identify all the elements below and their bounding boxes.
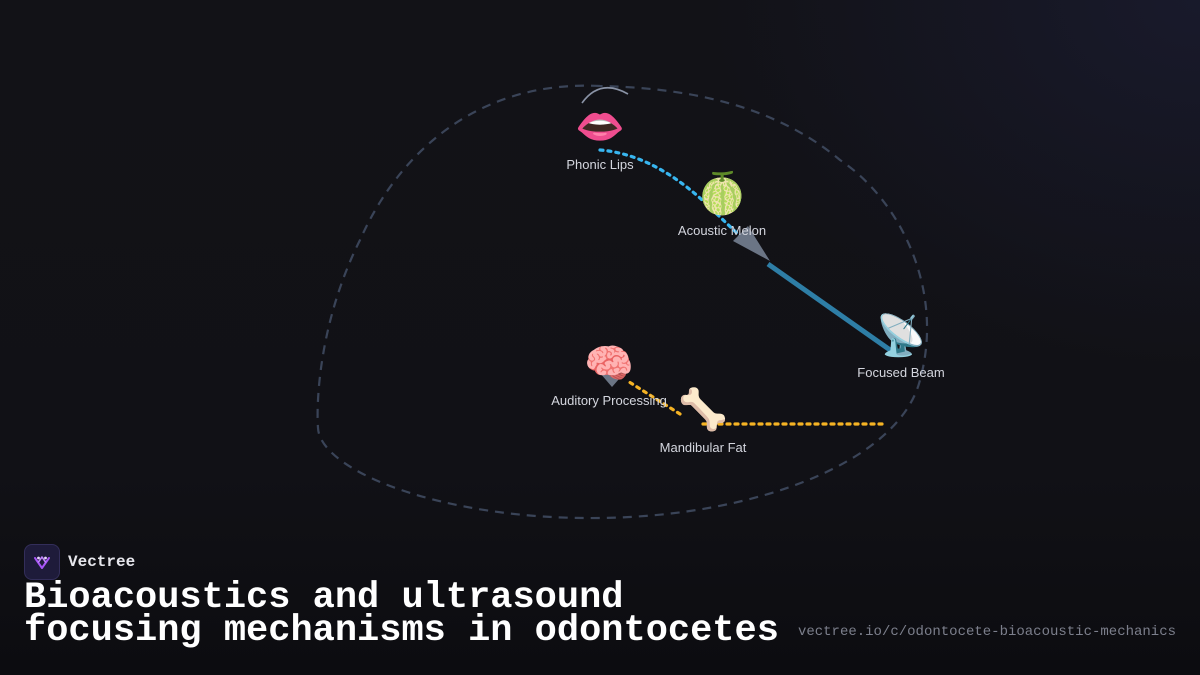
node-label: Focused Beam (857, 365, 944, 380)
sound-arc (581, 86, 629, 104)
node-label: Auditory Processing (551, 393, 667, 408)
node-acoustic-melon[interactable]: 🍈 Acoustic Melon (678, 169, 766, 238)
node-auditory-processing[interactable]: 🧠 Auditory Processing (551, 341, 667, 408)
edge-beam-to-melon (766, 261, 895, 355)
head-boundary (316, 84, 929, 520)
node-label: Phonic Lips (566, 157, 634, 172)
node-phonic-lips[interactable]: 👄 Phonic Lips (566, 104, 634, 172)
vectree-logo-icon (24, 544, 60, 580)
brain-icon: 🧠 (584, 341, 634, 387)
satellite-dish-icon: 📡 (876, 310, 926, 359)
node-focused-beam[interactable]: 📡 Focused Beam (857, 310, 944, 380)
node-label: Mandibular Fat (660, 440, 747, 455)
edge-beam-to-melon-arrowhead (733, 226, 770, 261)
source-url[interactable]: vectree.io/c/odontocete-bioacoustic-mech… (797, 624, 1176, 640)
edge-mandibular-fat-to-auditory (624, 378, 682, 416)
edge-mandibular-fat-to-auditory-arrowhead (600, 371, 626, 387)
bone-icon: 🦴 (678, 385, 728, 433)
lips-icon: 👄 (575, 104, 625, 150)
node-mandibular-fat[interactable]: 🦴 Mandibular Fat (660, 385, 747, 455)
page-title: Bioacoustics and ultrasound focusing mec… (24, 577, 779, 652)
node-label: Acoustic Melon (678, 223, 766, 238)
edge-phonic-lips-to-melon (598, 148, 742, 238)
brand: Vectree (24, 544, 135, 580)
brand-name: Vectree (68, 553, 136, 571)
melon-icon: 🍈 (697, 169, 747, 217)
